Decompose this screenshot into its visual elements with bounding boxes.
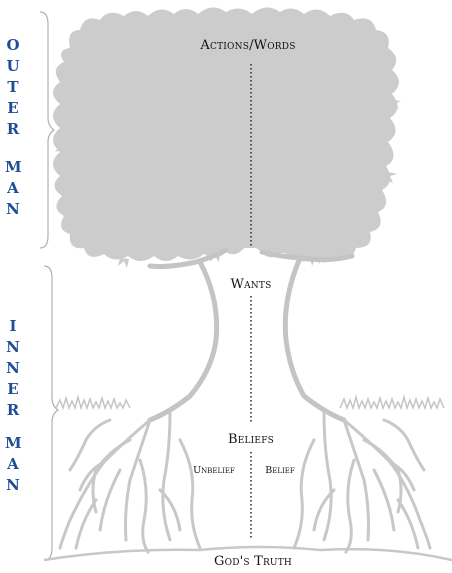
outer-letter: M (5, 160, 21, 175)
inner-letter: A (5, 457, 21, 472)
outer-letter: T (5, 80, 21, 95)
gods-truth-label: God's Truth (214, 554, 292, 569)
outer-letter: A (5, 181, 21, 196)
wants-label: Wants (231, 277, 272, 292)
outer-letter: E (5, 101, 21, 116)
outer-man-brace (40, 12, 54, 248)
outer-letter: R (5, 122, 21, 137)
inner-letter: N (5, 340, 21, 355)
actions-words-label: Actions/Words (200, 38, 295, 53)
outer-letter: U (5, 59, 21, 74)
outer-letter: O (5, 38, 21, 53)
outer-man-label: O U T E R M A N (5, 38, 21, 217)
beliefs-label: Beliefs (228, 432, 274, 447)
inner-man-brace (44, 266, 58, 560)
inner-letter: R (5, 403, 21, 418)
inner-letter: N (5, 361, 21, 376)
inner-letter: E (5, 382, 21, 397)
unbelief-label: Unbelief (193, 465, 235, 476)
inner-letter: N (5, 478, 21, 493)
inner-letter: I (5, 319, 21, 334)
tree-trunk (150, 250, 352, 420)
outer-letter: N (5, 202, 21, 217)
belief-label: Belief (265, 465, 294, 476)
inner-letter: M (5, 436, 21, 451)
inner-man-label: I N N E R M A N (5, 319, 21, 493)
grass-line (56, 397, 444, 408)
